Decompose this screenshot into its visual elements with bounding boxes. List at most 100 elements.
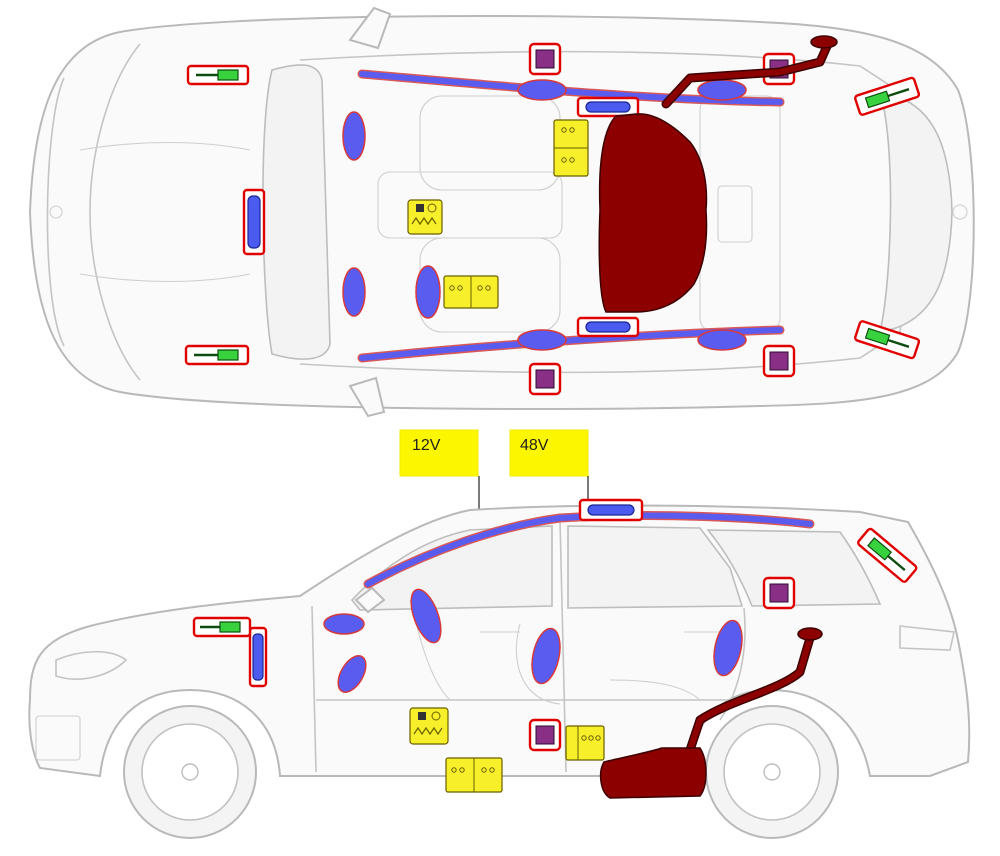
top-view-body-outline — [28, 15, 975, 411]
crash-sensor-icon — [535, 725, 555, 745]
airbag-icon — [415, 265, 441, 319]
fuel-filler-pipe — [687, 635, 813, 753]
battery-cell — [457, 285, 463, 291]
left-mirror-top — [348, 6, 392, 50]
fuel-filler-cap — [797, 627, 823, 641]
side-pretensioner-rear — [857, 527, 918, 583]
airbag-icon — [713, 619, 743, 677]
hood-crease-2 — [79, 273, 251, 283]
rear-rim — [723, 723, 821, 821]
spring-valve — [427, 203, 437, 213]
battery-cell — [588, 735, 594, 741]
battery-cell — [581, 735, 587, 741]
seatbelt-pretensioner-icon — [217, 69, 239, 81]
center-console — [377, 171, 563, 239]
front-rim — [141, 723, 239, 821]
active-hood-icon — [247, 195, 261, 249]
front-wheel — [123, 705, 257, 839]
gas-generator-icon — [585, 101, 631, 113]
side-airbag-front-right — [517, 329, 567, 351]
battery-cell — [449, 285, 455, 291]
airbag-icon — [323, 613, 365, 635]
pretensioner-rl — [854, 76, 921, 116]
curtain-airbag-icon — [365, 512, 813, 587]
headlight — [55, 650, 128, 680]
side-airbag-rear-right — [697, 329, 747, 351]
side-view — [28, 498, 971, 839]
rear-seat-outline — [609, 679, 701, 701]
battery-cell — [451, 767, 457, 773]
battery-cell — [569, 157, 575, 163]
airbag-icon — [337, 655, 367, 693]
battery-cell — [459, 767, 465, 773]
spring-cap — [416, 204, 424, 212]
rear-hub — [763, 763, 781, 781]
battery-cell — [561, 157, 567, 163]
hood-outline — [89, 43, 141, 381]
side-airbag-front-left — [517, 79, 567, 101]
front-emblem — [49, 205, 63, 219]
gas-spring-icon — [409, 707, 449, 745]
rear-door-window — [567, 525, 744, 609]
pretensioner-cable — [887, 88, 910, 98]
rear-window — [878, 91, 953, 333]
spring-coil — [413, 726, 443, 736]
b-pillar — [559, 519, 567, 773]
front-door-edge — [311, 605, 317, 773]
fuel-tank-icon — [599, 747, 707, 799]
rear-armrest — [717, 185, 753, 243]
quarter-window — [706, 529, 882, 607]
label-48v-box — [509, 429, 589, 477]
crash-sensor-icon — [769, 351, 789, 371]
battery-cell — [481, 767, 487, 773]
gas-spring-icon — [407, 199, 443, 235]
label-12v: 12V — [412, 437, 441, 454]
crash-sensor-icon — [535, 49, 555, 69]
pretensioner-cable — [887, 338, 910, 348]
active-hood-icon — [252, 633, 264, 681]
spring-cap — [418, 712, 426, 720]
battery-cell — [561, 127, 567, 133]
rear-wheel — [705, 705, 839, 839]
airbag-icon — [342, 111, 366, 161]
front-hub — [181, 763, 199, 781]
fuel-tank-icon — [598, 113, 708, 313]
fuel-filler-pipe — [663, 41, 831, 107]
battery-cell — [595, 735, 601, 741]
battery-cell — [485, 285, 491, 291]
seatbelt-pretensioner-icon — [219, 621, 241, 633]
front-grille — [35, 715, 81, 761]
crash-sensor-icon — [535, 369, 555, 389]
side-mirror — [354, 586, 386, 614]
battery-cell — [569, 127, 575, 133]
battery-48v-icon — [565, 725, 605, 761]
spring-valve — [431, 711, 441, 721]
hood-crease-1 — [79, 141, 251, 151]
pretensioner-rr — [854, 320, 921, 360]
label-48v: 48V — [520, 437, 549, 454]
top-view — [28, 6, 975, 418]
fuel-filler-cap — [810, 35, 838, 49]
crash-sensor-icon — [769, 583, 789, 603]
pretensioner-cable — [887, 555, 906, 572]
gas-generator-icon — [585, 321, 631, 333]
tail-light — [899, 625, 955, 651]
windshield — [262, 64, 331, 360]
label-12v-box — [399, 429, 479, 477]
front-seat-back — [515, 623, 561, 705]
seatbelt-pretensioner-icon — [217, 349, 239, 361]
battery-cell — [489, 767, 495, 773]
airbag-icon — [531, 627, 561, 685]
side-view-body-outline — [28, 504, 971, 778]
right-mirror-top — [348, 376, 386, 418]
rear-emblem — [952, 204, 968, 220]
battery-cell — [477, 285, 483, 291]
side-airbag-rear-left — [697, 79, 747, 101]
gas-generator-icon — [587, 504, 635, 516]
spring-coil — [411, 216, 437, 226]
front-bumper-line — [46, 77, 65, 347]
airbag-icon — [342, 267, 366, 317]
airbag-icon — [410, 588, 442, 644]
